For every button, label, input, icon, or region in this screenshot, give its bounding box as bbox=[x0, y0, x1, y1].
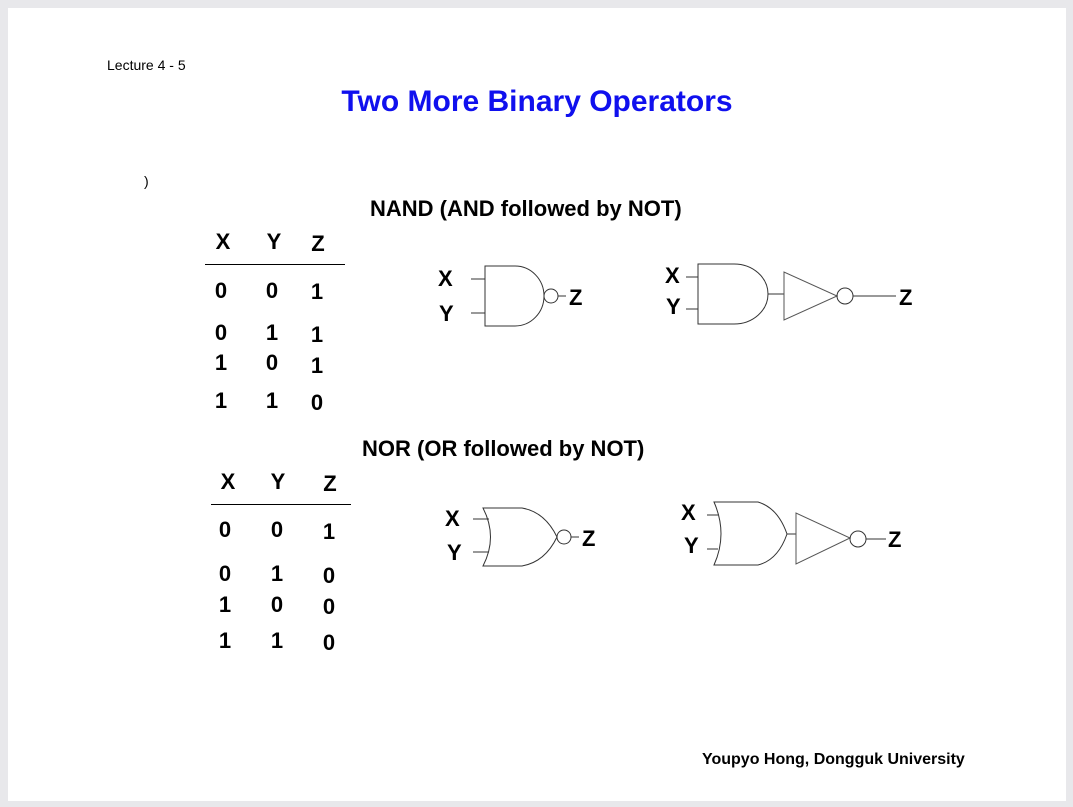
nand-cell: 1 bbox=[310, 279, 324, 304]
nand-cell: 1 bbox=[265, 388, 279, 413]
nor-cell: 0 bbox=[322, 563, 336, 588]
nor-cell: 0 bbox=[322, 594, 336, 619]
nor-cell: 1 bbox=[270, 561, 284, 586]
nand-header-y: Y bbox=[266, 229, 282, 254]
nand-cell: 1 bbox=[310, 353, 324, 378]
and-not-gate-output-z: Z bbox=[899, 285, 912, 310]
and-not-gate-icon: X Y Z bbox=[665, 263, 912, 325]
nor-gate-icon: X Y Z bbox=[445, 506, 595, 567]
nor-cell: 0 bbox=[322, 630, 336, 655]
or-gate-input-y: Y bbox=[684, 533, 699, 558]
nor-gate-input-x: X bbox=[445, 506, 460, 531]
nor-cell: 1 bbox=[218, 592, 232, 617]
nor-gate-output-z: Z bbox=[582, 526, 595, 551]
nand-header-z: Z bbox=[311, 231, 325, 256]
nand-cell: 0 bbox=[214, 278, 228, 303]
nand-cell: 1 bbox=[214, 350, 228, 375]
nand-cell: 0 bbox=[310, 390, 324, 415]
nor-heading: NOR (OR followed by NOT) bbox=[362, 436, 645, 461]
nor-header-y: Y bbox=[270, 469, 286, 494]
nand-heading: NAND (AND followed by NOT) bbox=[370, 196, 682, 221]
nor-cell: 0 bbox=[270, 517, 284, 542]
and-gate-input-y: Y bbox=[666, 294, 681, 319]
nand-gate-icon: X Y Z bbox=[438, 265, 582, 327]
nand-cell: 0 bbox=[214, 320, 228, 345]
or-not-gate-output-z: Z bbox=[888, 527, 901, 552]
nand-cell: 1 bbox=[214, 388, 228, 413]
nand-cell: 0 bbox=[265, 350, 279, 375]
nor-cell: 0 bbox=[218, 517, 232, 542]
nor-header-z: Z bbox=[323, 471, 337, 496]
nand-gate-input-x: X bbox=[438, 266, 453, 291]
nand-cell: 1 bbox=[265, 320, 279, 345]
slide-title: Two More Binary Operators bbox=[341, 85, 733, 118]
nor-table-rule bbox=[211, 504, 351, 505]
nor-cell: 1 bbox=[270, 628, 284, 653]
slide: Lecture 4 - 5 Two More Binary Operators … bbox=[8, 8, 1066, 801]
nand-cell: 1 bbox=[310, 322, 324, 347]
stray-mark: ) bbox=[144, 173, 149, 189]
footer-credit: Youpyo Hong, Dongguk University bbox=[702, 751, 965, 768]
or-gate-input-x: X bbox=[681, 500, 696, 525]
or-not-gate-icon: X Y Z bbox=[681, 500, 901, 566]
nand-cell: 0 bbox=[265, 278, 279, 303]
nand-table-rule bbox=[205, 264, 345, 265]
nor-gate-input-y: Y bbox=[447, 540, 462, 565]
nor-cell: 1 bbox=[218, 628, 232, 653]
and-gate-input-x: X bbox=[665, 263, 680, 288]
nand-gate-input-y: Y bbox=[439, 301, 454, 326]
nand-gate-output-z: Z bbox=[569, 285, 582, 310]
nor-cell: 1 bbox=[322, 519, 336, 544]
nand-header-x: X bbox=[215, 229, 231, 254]
nor-cell: 0 bbox=[218, 561, 232, 586]
nor-header-x: X bbox=[220, 469, 236, 494]
nor-cell: 0 bbox=[270, 592, 284, 617]
lecture-label: Lecture 4 - 5 bbox=[107, 57, 186, 73]
